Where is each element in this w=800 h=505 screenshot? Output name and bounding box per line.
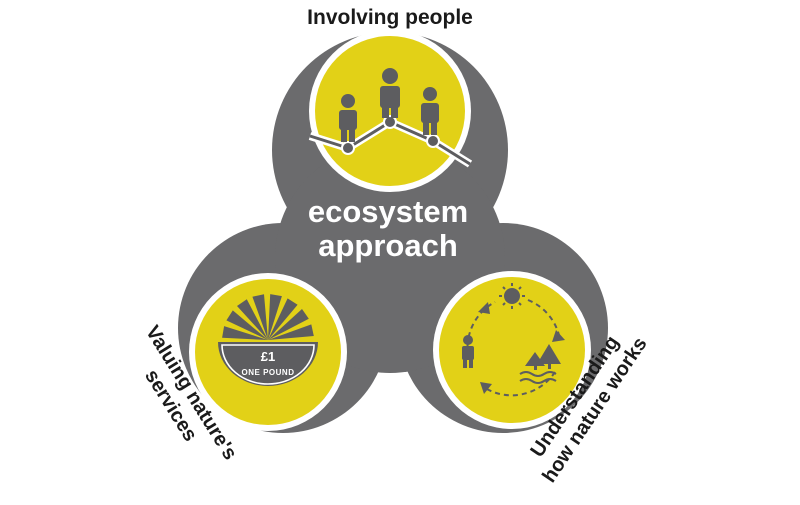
sunburst-ray xyxy=(268,324,314,340)
center-title-line1: ecosystem xyxy=(308,194,468,229)
people-network-icon xyxy=(308,68,473,168)
label-involving-people: Involving people xyxy=(307,6,473,29)
sunburst-ray xyxy=(268,309,309,340)
center-title-line2: approach xyxy=(318,228,458,263)
node-understanding-nature xyxy=(433,271,591,429)
cycle-arrowheads xyxy=(478,302,565,394)
nature-cycle-icon xyxy=(462,283,565,397)
sunburst-ray xyxy=(252,294,268,340)
sunburst-ray xyxy=(268,298,298,340)
water-icon xyxy=(519,371,557,384)
person-figures xyxy=(339,68,439,142)
node-valuing-services: £1 ONE POUND xyxy=(189,273,347,431)
sunburst-ray xyxy=(268,294,282,340)
sunburst-ray xyxy=(237,299,268,340)
sunburst-ray xyxy=(226,310,268,340)
sun-icon xyxy=(499,283,525,309)
coin-text: ONE POUND xyxy=(242,368,295,377)
sunburst-ray xyxy=(222,326,268,340)
pound-coin-icon: £1 ONE POUND xyxy=(218,294,318,386)
coin-value: £1 xyxy=(261,349,275,364)
person-icon xyxy=(462,335,474,368)
node-involving-people xyxy=(308,30,473,192)
trees-icon xyxy=(525,344,561,370)
